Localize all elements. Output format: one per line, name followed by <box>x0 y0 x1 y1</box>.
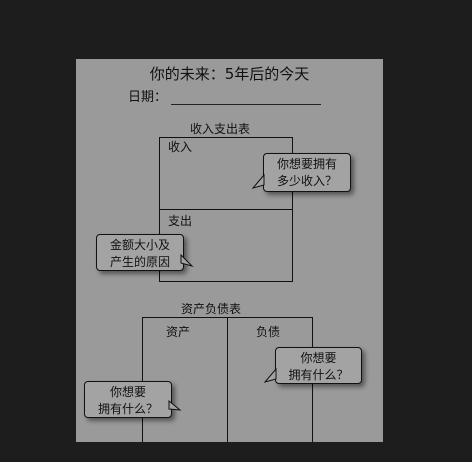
income-statement-title: 收入支出表 <box>189 122 250 136</box>
assets-callout-line-1: 你想要 <box>109 385 146 399</box>
income-statement-table: 收入 支出 <box>159 137 293 282</box>
liabilities-label: 负债 <box>256 325 281 339</box>
assets-label: 资产 <box>166 325 191 339</box>
income-callout-line-1: 你想要拥有 <box>276 157 337 171</box>
worksheet-page: 你的未来：5年后的今天 日期： 收入支出表 收入 支出 资产负债表 资产 负债 … <box>76 59 383 442</box>
expense-callout-line-2: 产生的原因 <box>109 255 170 269</box>
income-callout-line-2: 多少收入？ <box>276 174 337 188</box>
assets-callout-line-2: 拥有什么？ <box>97 402 158 416</box>
assets-callout: 你想要 拥有什么？ <box>84 381 172 418</box>
expense-callout-tail <box>180 253 194 267</box>
date-field: 日期： <box>128 86 322 105</box>
income-callout: 你想要拥有 多少收入？ <box>263 153 351 192</box>
expense-label: 支出 <box>168 214 193 228</box>
liabilities-callout-line-2: 拥有什么？ <box>288 368 349 382</box>
expense-callout: 金额大小及 产生的原因 <box>96 234 184 271</box>
liabilities-callout-tail <box>263 367 277 383</box>
liabilities-callout: 你想要 拥有什么？ <box>275 347 362 384</box>
page-title: 你的未来：5年后的今天 <box>149 65 310 83</box>
assets-liabilities-divider <box>227 318 228 442</box>
income-expense-divider <box>160 209 292 210</box>
date-input-line[interactable] <box>171 90 322 105</box>
liabilities-callout-line-1: 你想要 <box>300 351 337 365</box>
date-label: 日期： <box>128 90 168 105</box>
expense-callout-line-1: 金额大小及 <box>109 238 170 252</box>
balance-sheet-title: 资产负债表 <box>180 302 241 316</box>
income-callout-tail <box>251 173 265 189</box>
income-label: 收入 <box>168 140 193 154</box>
assets-callout-tail <box>168 399 182 411</box>
